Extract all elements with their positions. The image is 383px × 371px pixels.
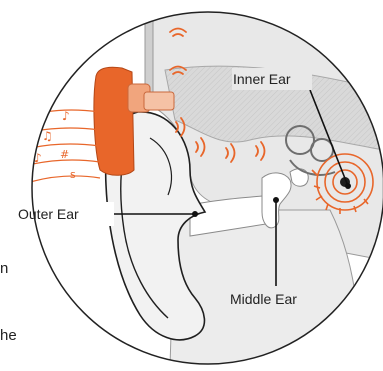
- edge-text-line1: n: [0, 260, 8, 277]
- svg-text:#: #: [60, 148, 69, 161]
- svg-text:♪: ♪: [62, 109, 70, 123]
- inner-ear-label: Inner Ear: [233, 71, 291, 87]
- middle-ear-label: Middle Ear: [230, 291, 297, 307]
- svg-text:♫: ♫: [42, 129, 53, 143]
- edge-text-line2: he: [0, 327, 17, 344]
- svg-text:s: s: [70, 168, 76, 181]
- outer-ear-label: Outer Ear: [18, 206, 79, 222]
